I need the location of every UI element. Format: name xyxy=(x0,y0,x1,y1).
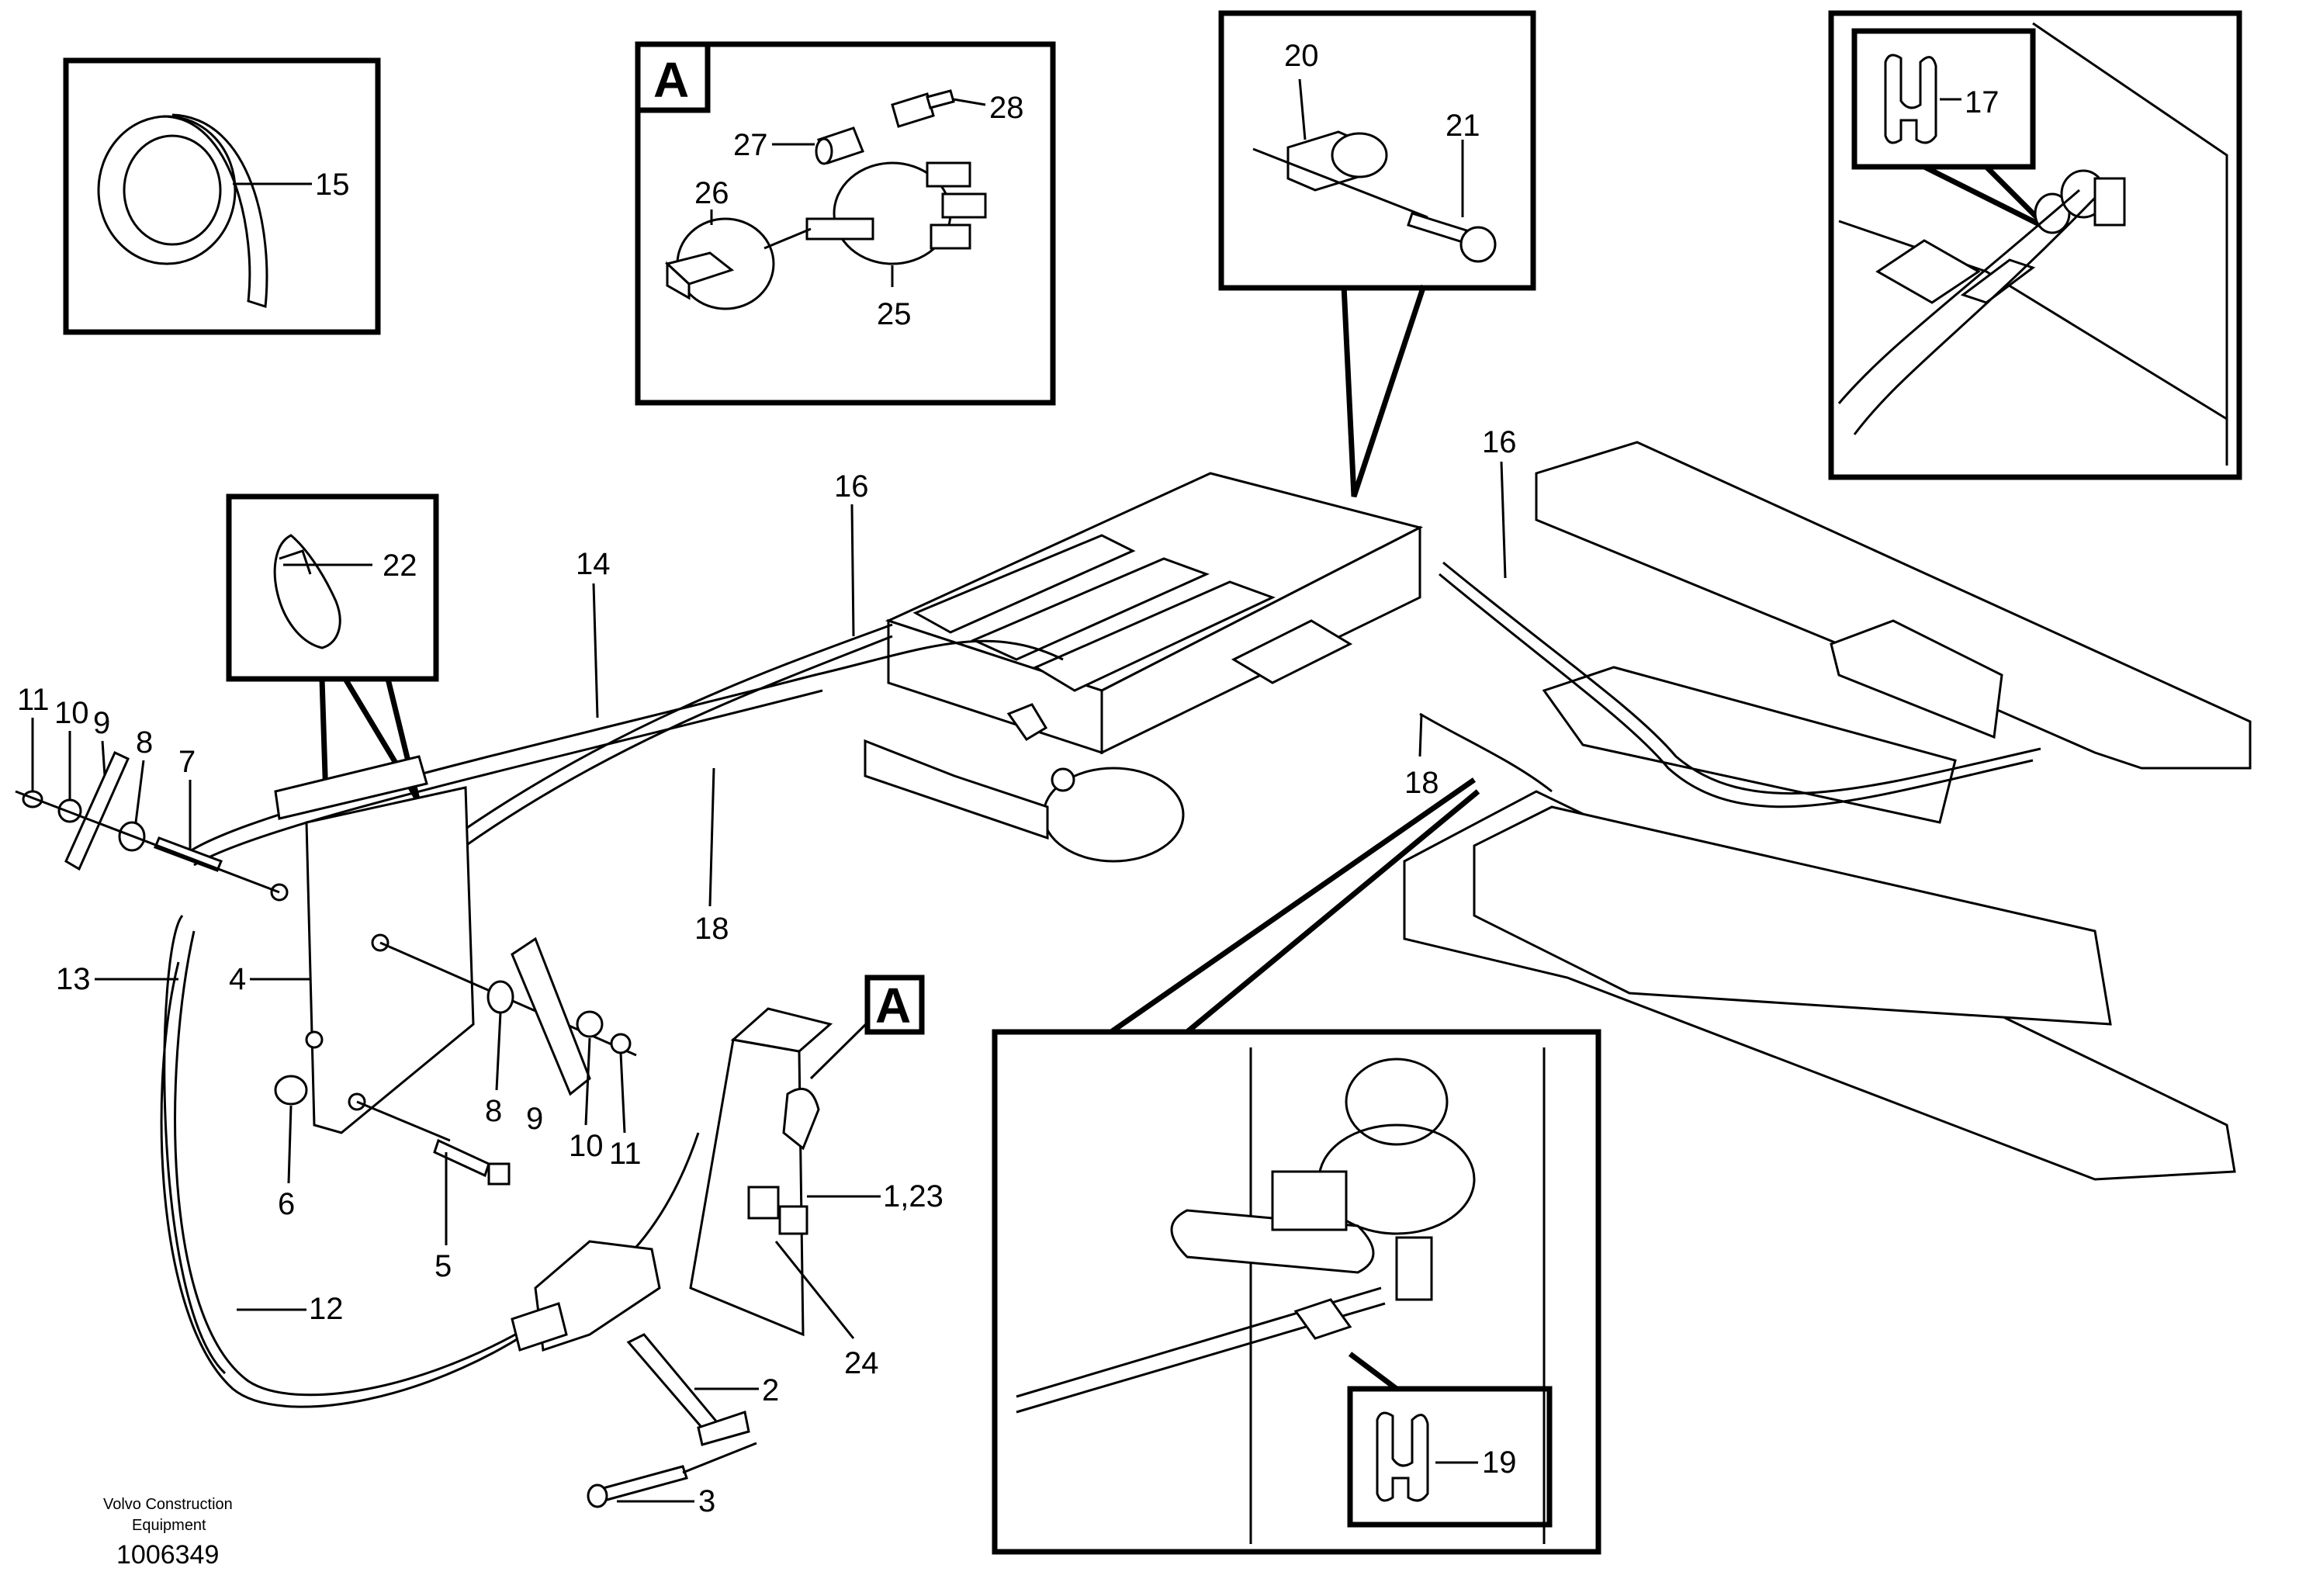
callout-2: 2 xyxy=(762,1373,779,1407)
brand-line-2: Equipment xyxy=(132,1517,206,1534)
drawing-number: 1006349 xyxy=(116,1540,219,1570)
callout-9-right: 9 xyxy=(526,1102,543,1136)
callout-14: 14 xyxy=(576,547,611,581)
callout-16-left: 16 xyxy=(834,469,869,504)
brand-line-1: Volvo Construction xyxy=(103,1496,233,1513)
callout-28: 28 xyxy=(989,91,1024,125)
callout-11-right: 11 xyxy=(609,1137,642,1171)
callout-22: 22 xyxy=(383,549,417,583)
hardware-left xyxy=(15,750,280,894)
main-callouts: 16 16 14 18 18 11 10 9 8 7 13 4 12 8 9 1… xyxy=(17,425,1517,1518)
detail-box-clamp: 20 21 xyxy=(1218,10,1536,498)
control-bracket xyxy=(270,755,475,1134)
callout-24: 24 xyxy=(844,1346,879,1380)
callout-1-23: 1,23 xyxy=(883,1179,943,1213)
callout-18-right: 18 xyxy=(1404,766,1439,800)
callout-26: 26 xyxy=(694,176,729,210)
callout-12: 12 xyxy=(309,1292,344,1326)
callout-5: 5 xyxy=(435,1249,452,1283)
callout-11-left: 11 xyxy=(17,683,50,717)
callout-6: 6 xyxy=(278,1187,295,1221)
callout-18-left: 18 xyxy=(694,912,729,946)
callout-4: 4 xyxy=(229,962,246,996)
detail-box-switch-a: A 28 27 26 25 xyxy=(635,41,1056,406)
callout-7: 7 xyxy=(178,745,196,779)
control-panel xyxy=(511,1007,833,1352)
callout-21: 21 xyxy=(1446,109,1480,143)
detail-box-heater-hose: 19 xyxy=(992,777,1601,1555)
callout-8-right: 8 xyxy=(485,1094,502,1128)
callout-10-right: 10 xyxy=(569,1129,604,1163)
callout-8-left: 8 xyxy=(136,725,153,760)
clip-screw xyxy=(587,1333,757,1508)
detail-box-bracket: 17 xyxy=(1828,10,2242,480)
callout-a-main: A xyxy=(875,978,911,1033)
detail-a-letter: A xyxy=(653,52,689,108)
callout-13: 13 xyxy=(56,962,91,996)
callout-10-left: 10 xyxy=(54,696,89,730)
callout-15: 15 xyxy=(315,168,350,202)
detail-box-tape: 15 xyxy=(63,57,381,335)
detail-box-cable-tie: 22 xyxy=(226,493,439,801)
heater-unit xyxy=(864,472,1424,863)
callout-9-left: 9 xyxy=(93,706,110,740)
dash-shroud xyxy=(1403,441,2252,1181)
callout-a-box xyxy=(864,975,925,1035)
callout-25: 25 xyxy=(877,297,912,331)
hardware-right xyxy=(274,936,637,1186)
callout-20: 20 xyxy=(1284,39,1319,73)
callout-16-right: 16 xyxy=(1482,425,1517,459)
control-cables xyxy=(160,561,2041,1408)
callout-17: 17 xyxy=(1965,85,2000,119)
footer: Volvo Construction Equipment 1006349 xyxy=(103,1496,233,1570)
callout-3: 3 xyxy=(698,1484,715,1518)
callout-19: 19 xyxy=(1482,1445,1517,1480)
callout-27: 27 xyxy=(733,128,768,162)
